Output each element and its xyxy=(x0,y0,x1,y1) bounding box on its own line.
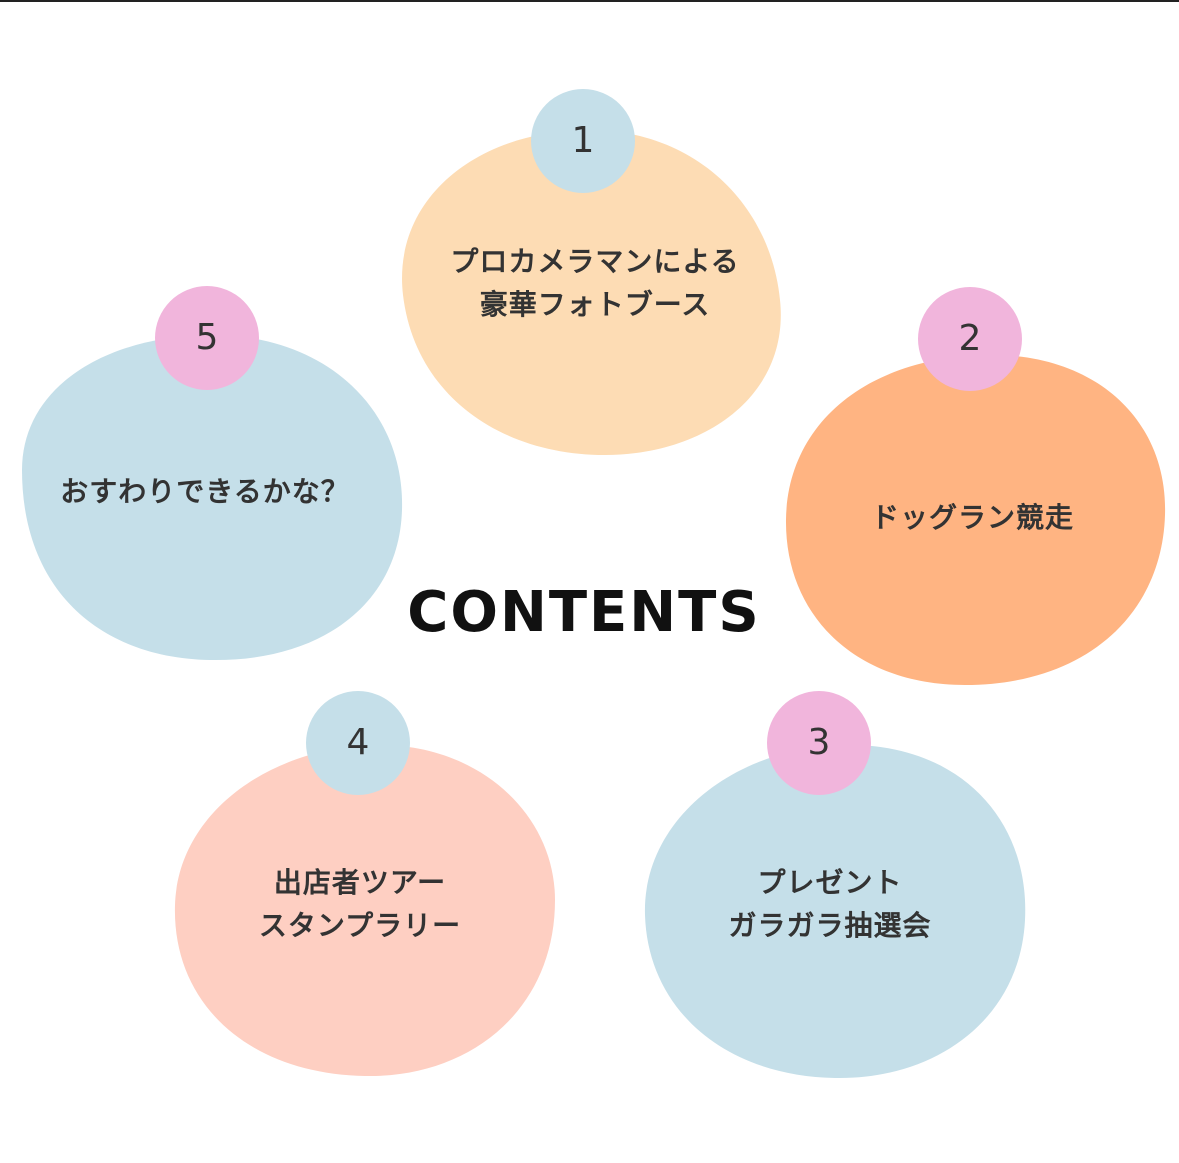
top-divider xyxy=(0,0,1179,2)
item-4-label-line-2: スタンプラリー xyxy=(258,909,462,942)
item-3-label-line-2: ガラガラ抽選会 xyxy=(728,909,932,942)
page-title: CONTENTS xyxy=(407,580,761,645)
item-3-label-line-1: プレゼント xyxy=(757,866,903,899)
item-2-label: ドッグラン競走 xyxy=(800,496,1145,539)
item-3-label: プレゼント ガラガラ抽選会 xyxy=(660,861,1000,947)
blob-4 xyxy=(174,745,555,1077)
blob-2 xyxy=(785,354,1166,685)
blob-5 xyxy=(22,334,403,661)
blob-1 xyxy=(402,129,781,455)
item-4-number-badge: 4 xyxy=(306,691,410,795)
item-1-number-badge: 1 xyxy=(531,89,635,193)
item-3-number-badge: 3 xyxy=(767,691,871,795)
item-1-label-line-2: 豪華フォトブース xyxy=(479,288,711,321)
item-1-label-line-1: プロカメラマンによる xyxy=(450,245,740,278)
item-2-number-badge: 2 xyxy=(918,287,1022,391)
item-1-label: プロカメラマンによる 豪華フォトブース xyxy=(410,240,780,326)
blob-3 xyxy=(644,745,1026,1079)
item-4-label: 出店者ツアー スタンプラリー xyxy=(190,861,530,947)
item-5-label: おすわりできるかな？ xyxy=(30,470,380,513)
item-5-number-badge: 5 xyxy=(155,286,259,390)
item-2-label-line-1: ドッグラン競走 xyxy=(870,501,1074,534)
item-4-label-line-1: 出店者ツアー xyxy=(273,866,447,899)
item-5-label-line-1: おすわりできるかな？ xyxy=(60,475,350,508)
